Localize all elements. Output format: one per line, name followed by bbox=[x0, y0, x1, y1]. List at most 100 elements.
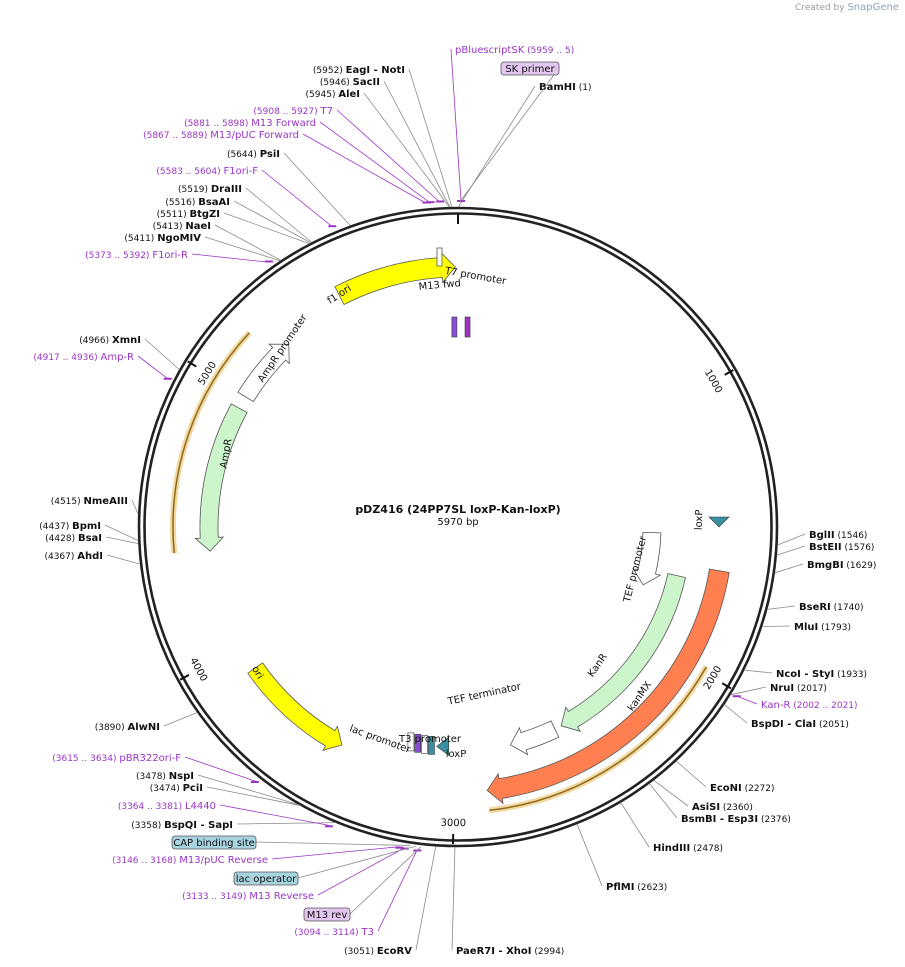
primer-l4440-range: (3364 .. 3381) bbox=[118, 802, 185, 812]
primer-m13-puc-forward-name: M13/pUC Forward bbox=[210, 130, 299, 141]
enzyme-paer7i-suffix: - XhoI bbox=[495, 946, 532, 957]
primer-l4440-name: L4440 bbox=[185, 801, 216, 812]
primer-m13-puc-reverse: (3146 .. 3168) M13/pUC Reverse bbox=[112, 855, 268, 866]
primer-f1ori-r-leader bbox=[191, 253, 270, 263]
enzyme-bspqi-leader bbox=[236, 822, 336, 825]
enzyme-ahdi-leader bbox=[106, 554, 141, 565]
primer-amp-r-range: (4917 .. 4936) bbox=[33, 353, 100, 363]
primer-pbluescriptsk-range: (5959 .. 5) bbox=[524, 46, 574, 56]
enzyme-bglii: BglII (1546) bbox=[809, 530, 867, 541]
boxed-label-leader bbox=[349, 846, 422, 915]
enzyme-asisi: AsiSI (2360) bbox=[692, 802, 753, 813]
enzyme-bsaai-name: BsaAI bbox=[198, 197, 230, 208]
enzyme-bspdi-leader bbox=[724, 704, 748, 724]
primer-kan-r: Kan-R (2002 .. 2021) bbox=[761, 700, 858, 711]
primer-m13-reverse-range: (3133 .. 3149) bbox=[182, 892, 249, 902]
enzyme-naei-pos: (5413) bbox=[153, 222, 186, 232]
boxed-label-lac-operator: lac operator bbox=[236, 874, 297, 885]
boxed-label-bg bbox=[303, 907, 351, 922]
enzyme-asisi-leader bbox=[653, 779, 689, 807]
primer-pbluescriptsk: pBluescriptSK (5959 .. 5) bbox=[455, 45, 574, 56]
enzyme-sacii-pos: (5946) bbox=[320, 78, 353, 88]
enzyme-ngomiv-name: NgoMIV bbox=[157, 233, 201, 244]
enzyme-bspdi: BspDI - ClaI (2051) bbox=[751, 719, 849, 730]
enzyme-bsaai: (5516) BsaAI bbox=[165, 197, 230, 208]
enzyme-ncoi-leader bbox=[744, 669, 773, 674]
enzyme-bspqi-name: BspQI bbox=[164, 820, 197, 831]
lac-feature-1 bbox=[421, 735, 428, 754]
enzyme-hindiii-leader bbox=[620, 802, 650, 848]
enzyme-bpmi-leader bbox=[104, 524, 139, 541]
primer-pbluescriptsk-leader bbox=[450, 48, 462, 203]
ori-arrow bbox=[247, 662, 343, 751]
enzyme-bsai-leader bbox=[105, 536, 139, 545]
enzyme-bsai-pos: (4428) bbox=[45, 534, 78, 544]
primer-m13-puc-forward: (5867 .. 5889) M13/pUC Forward bbox=[143, 130, 299, 141]
primer-m13-reverse-name: M13 Reverse bbox=[249, 891, 314, 902]
enzyme-paer7i: PaeR7I - XhoI (2994) bbox=[456, 946, 564, 957]
enzyme-hindiii-pos: (2478) bbox=[690, 844, 723, 854]
enzyme-econi-name: EcoNI bbox=[710, 783, 742, 794]
ampr-arrow bbox=[194, 403, 248, 552]
primer-pbr322ori-f-leader bbox=[184, 756, 256, 782]
enzyme-alei-leader bbox=[363, 92, 450, 208]
primer-pbr322ori-f-range: (3615 .. 3634) bbox=[52, 754, 119, 764]
enzyme-bmgbi-name: BmgBI bbox=[807, 560, 844, 571]
enzyme-bsmbi-leader bbox=[649, 783, 678, 819]
primer-amp-r: (4917 .. 4936) Amp-R bbox=[33, 352, 134, 363]
boxed-label-cap-binding-site: CAP binding site bbox=[173, 838, 255, 849]
enzyme-mlui-name: MluI bbox=[794, 622, 818, 633]
feature-label-loxp: loxP bbox=[694, 509, 706, 530]
backbone-outer bbox=[137, 206, 779, 848]
primer-f1ori-r-range: (5373 .. 5392) bbox=[85, 251, 152, 261]
primer-m13-forward-leader bbox=[319, 121, 431, 204]
enzyme-ecorv-leader bbox=[415, 846, 437, 951]
primer-pbr322ori-f-name: pBR322ori-F bbox=[119, 753, 181, 764]
snapgene-logo: SnapGene bbox=[847, 2, 899, 13]
enzyme-pflmi: PflMI (2623) bbox=[606, 882, 667, 893]
primer-kan-r-name: Kan-R bbox=[761, 700, 790, 711]
primer-m13-forward-name: M13 Forward bbox=[251, 118, 316, 129]
feature-label-ampr-promoter: AmpR promoter bbox=[256, 312, 310, 385]
enzyme-bmgbi-leader bbox=[774, 563, 804, 574]
primer-amp-r-name: Amp-R bbox=[101, 352, 135, 363]
enzyme-nrui-pos: (2017) bbox=[794, 684, 827, 694]
enzyme-xmni-name: XmnI bbox=[112, 335, 141, 346]
enzyme-bsmbi-suffix: - Esp3I bbox=[716, 814, 758, 825]
enzyme-nrui-name: NruI bbox=[770, 683, 794, 694]
feature-label-t3-promoter: T3 promoter bbox=[398, 734, 462, 745]
kanr-arrow bbox=[560, 573, 686, 732]
lac-feature-0 bbox=[428, 736, 435, 755]
boxed-label-bg bbox=[233, 871, 299, 886]
enzyme-alei-name: AleI bbox=[338, 89, 360, 100]
t7-feature-1 bbox=[464, 316, 471, 338]
boxed-label-m13-rev: M13 rev bbox=[307, 910, 348, 921]
enzyme-ncoi: NcoI - StyI (1933) bbox=[776, 669, 867, 680]
enzyme-mlui-leader bbox=[762, 625, 791, 627]
primer-f1ori-f-range: (5583 .. 5604) bbox=[156, 167, 223, 177]
primer-f1ori-r-name: F1ori-R bbox=[152, 250, 188, 261]
enzyme-sacii-leader bbox=[383, 80, 451, 208]
feature-label-ampr: AmpR bbox=[219, 438, 235, 469]
enzyme-naei: (5413) NaeI bbox=[153, 221, 211, 232]
enzyme-sacii: (5946) SacII bbox=[320, 77, 380, 88]
primer-t7-name: T7 bbox=[320, 106, 333, 117]
enzyme-bmgbi: BmgBI (1629) bbox=[807, 560, 876, 571]
boxed-label-leader bbox=[255, 841, 411, 846]
enzyme-naei-leader bbox=[214, 224, 282, 261]
enzyme-bamhi-name: BamHI bbox=[539, 82, 576, 93]
boxed-label-leader bbox=[297, 845, 416, 879]
enzyme-bsai: (4428) BsaI bbox=[45, 533, 102, 544]
primer-l4440: (3364 .. 3381) L4440 bbox=[118, 801, 216, 812]
enzyme-econi: EcoNI (2272) bbox=[710, 783, 775, 794]
enzyme-alwni-pos: (3890) bbox=[95, 723, 128, 733]
f1-ori-arrow bbox=[334, 251, 456, 306]
primer-m13-forward-range: (5881 .. 5898) bbox=[184, 119, 251, 129]
enzyme-btgzi-leader bbox=[223, 212, 310, 244]
enzyme-ahdi-pos: (4367) bbox=[44, 552, 77, 562]
enzyme-nspi-pos: (3478) bbox=[136, 772, 169, 782]
enzyme-ngomiv-pos: (5411) bbox=[124, 234, 157, 244]
tef-promoter-arrow bbox=[632, 531, 662, 586]
enzyme-pcii: (3474) PciI bbox=[150, 783, 203, 794]
enzyme-xmni-leader bbox=[144, 338, 180, 370]
